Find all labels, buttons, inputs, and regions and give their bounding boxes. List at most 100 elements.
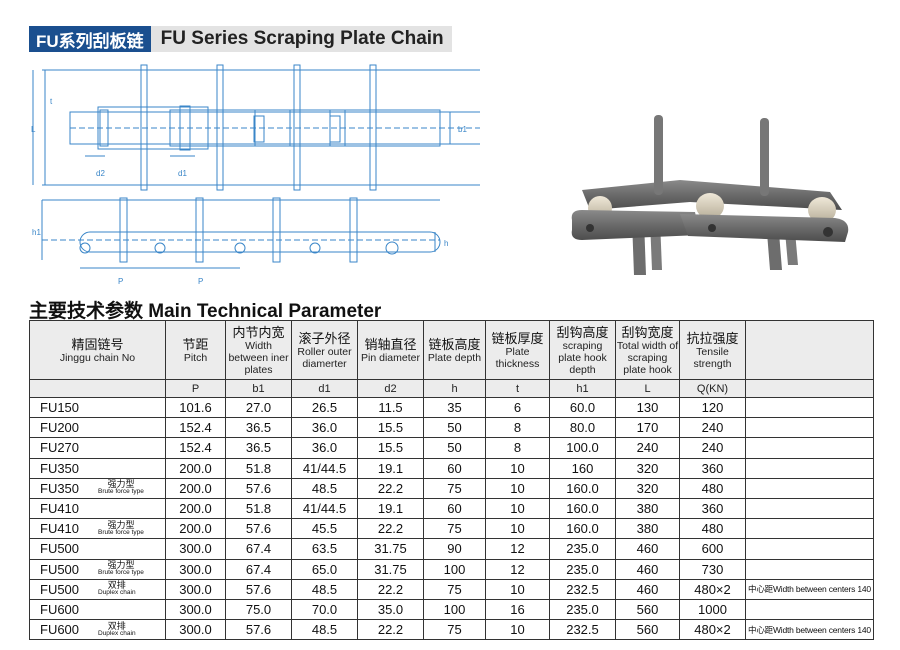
table-cell: 75 (423, 518, 486, 540)
column-header (745, 320, 874, 380)
table-cell: 160.0 (549, 497, 616, 520)
table-cell: 31.75 (357, 558, 424, 580)
column-header-en: Tensile strength (693, 345, 732, 370)
table-cell: 22.2 (357, 578, 424, 600)
table-cell: 170 (615, 417, 680, 439)
table-cell: 75 (423, 619, 486, 641)
label-d1: d1 (178, 169, 187, 178)
table-cell: 320 (615, 477, 680, 499)
table-cell: 60 (423, 457, 486, 479)
table-cell: 80.0 (549, 417, 616, 439)
column-header-en: Pitch (183, 351, 208, 364)
table-cell: 600 (679, 538, 746, 560)
table-cell: 57.6 (225, 518, 292, 540)
table-cell: 12 (485, 538, 550, 560)
chain-model: FU350 (40, 480, 80, 496)
table-cell: 36.0 (291, 417, 358, 439)
table-cell: 235.0 (549, 558, 616, 580)
table-cell: 730 (679, 558, 746, 580)
table-cell: 100 (423, 598, 486, 621)
table-cell: 560 (615, 619, 680, 641)
table-cell: 36.5 (225, 437, 292, 459)
label-pitch-1: P (118, 277, 123, 286)
header-title-cn: FU系列刮板链 (29, 26, 151, 52)
chain-model-cell: FU410 (29, 497, 166, 520)
column-symbol (745, 379, 874, 398)
column-header-cn: 销轴直径 (364, 336, 417, 352)
table-cell: 480 (679, 477, 746, 499)
column-header-en: Plate thickness (495, 345, 540, 370)
table-cell: 130 (615, 396, 680, 419)
remark-cell (745, 396, 874, 419)
table-cell: 36.5 (225, 417, 292, 439)
table-cell: 19.1 (357, 497, 424, 520)
chain-technical-drawing: L t b1 d2 d1 h1 h P P (31, 64, 480, 286)
chain-model: FU200 (40, 420, 80, 436)
table-cell: 48.5 (291, 477, 358, 499)
table-cell: 57.6 (225, 578, 292, 600)
table-cell: 36.0 (291, 437, 358, 459)
page-header: FU系列刮板链 FU Series Scraping Plate Chain (29, 26, 452, 52)
table-cell: 300.0 (165, 538, 226, 560)
table-cell: 16 (485, 598, 550, 621)
table-cell: 232.5 (549, 619, 616, 641)
table-cell: 65.0 (291, 558, 358, 580)
column-symbol: L (615, 379, 680, 398)
table-cell: 75 (423, 578, 486, 600)
table-cell: 10 (485, 619, 550, 641)
table-cell: 90 (423, 538, 486, 560)
label-L: L (31, 125, 36, 134)
table-cell: 6 (485, 396, 550, 419)
table-cell: 460 (615, 538, 680, 560)
table-cell: 480×2 (679, 578, 746, 600)
table-cell: 200.0 (165, 457, 226, 479)
column-header-en: Jinggu chain No (59, 351, 136, 364)
table-cell: 41/44.5 (291, 497, 358, 520)
table-cell: 160 (549, 457, 616, 479)
table-cell: 8 (485, 417, 550, 439)
column-symbol: Q(KN) (679, 379, 746, 398)
table-cell: 360 (679, 457, 746, 479)
table-cell: 48.5 (291, 578, 358, 600)
table-cell: 360 (679, 497, 746, 520)
table-cell: 50 (423, 417, 486, 439)
table-cell: 300.0 (165, 558, 226, 580)
column-symbol: h1 (549, 379, 616, 398)
variant-tag-cn: 强力型 (107, 560, 135, 571)
column-header-cn: 刮钩宽度 (621, 324, 674, 340)
table-cell: 11.5 (357, 396, 424, 419)
table-cell: 460 (615, 558, 680, 580)
table-cell: 70.0 (291, 598, 358, 621)
table-cell: 152.4 (165, 437, 226, 459)
column-header-cn: 抗拉强度 (686, 330, 739, 346)
table-cell: 152.4 (165, 417, 226, 439)
variant-tag-en: Duplex chain (98, 589, 136, 597)
chain-model: FU270 (40, 440, 80, 456)
table-cell: 15.5 (357, 437, 424, 459)
remark-cell (745, 538, 874, 560)
column-symbol: t (485, 379, 550, 398)
table-cell: 200.0 (165, 497, 226, 520)
table-cell: 45.5 (291, 518, 358, 540)
table-cell: 75 (423, 477, 486, 499)
table-cell: 50 (423, 437, 486, 459)
table-cell: 60 (423, 497, 486, 520)
chain-model-cell: FU350 (29, 457, 166, 479)
